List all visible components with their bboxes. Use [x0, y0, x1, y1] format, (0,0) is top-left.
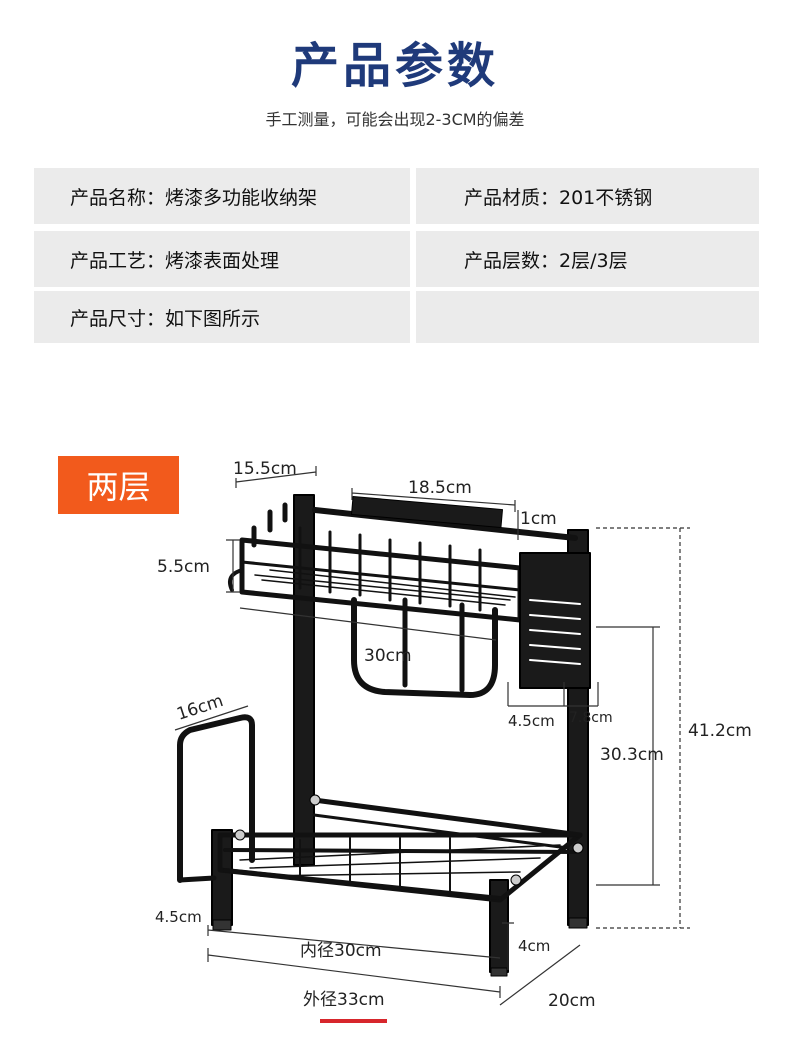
- page-subtitle: 手工测量，可能会出现2-3CM的偏差: [265, 110, 525, 129]
- label-total-height: 41.2cm: [688, 721, 752, 741]
- label-outer-width: 外径33cm: [303, 990, 385, 1010]
- dimension-labels: 15.5cm 18.5cm 1cm 5.5cm 30cm 16cm 4.5cm …: [155, 459, 752, 1011]
- spec-craft: 产品工艺：烤漆表面处理: [34, 231, 410, 287]
- label-top-depth: 15.5cm: [233, 459, 297, 479]
- spec-size: 产品尺寸：如下图所示: [34, 291, 410, 343]
- spec-empty-cell: [416, 291, 759, 343]
- label-top-width: 18.5cm: [408, 478, 472, 498]
- label-inner-width: 内径30cm: [300, 941, 382, 961]
- label-top-height: 5.5cm: [157, 557, 210, 577]
- spec-name: 产品名称：烤漆多功能收纳架: [34, 168, 410, 224]
- label-top-length: 30cm: [364, 646, 412, 666]
- accent-underline: [320, 1019, 387, 1023]
- label-rail: 1cm: [520, 509, 557, 529]
- label-holder-width: 7.8cm: [569, 710, 613, 726]
- rack-illustration: [177, 494, 591, 977]
- label-middle-height: 30.3cm: [600, 745, 664, 765]
- dimension-lines: [174, 466, 690, 1006]
- label-foot-height: 4cm: [518, 937, 550, 955]
- label-holder-depth: 4.5cm: [508, 712, 555, 730]
- spec-material: 产品材质：201不锈钢: [416, 168, 759, 224]
- label-left-offset: 4.5cm: [155, 908, 202, 926]
- spec-layers: 产品层数：2层/3层: [416, 231, 759, 287]
- page-title: 产品参数: [290, 38, 499, 94]
- label-side-depth: 16cm: [174, 691, 225, 725]
- layer-badge: 两层: [58, 456, 179, 514]
- label-bottom-depth: 20cm: [548, 991, 596, 1011]
